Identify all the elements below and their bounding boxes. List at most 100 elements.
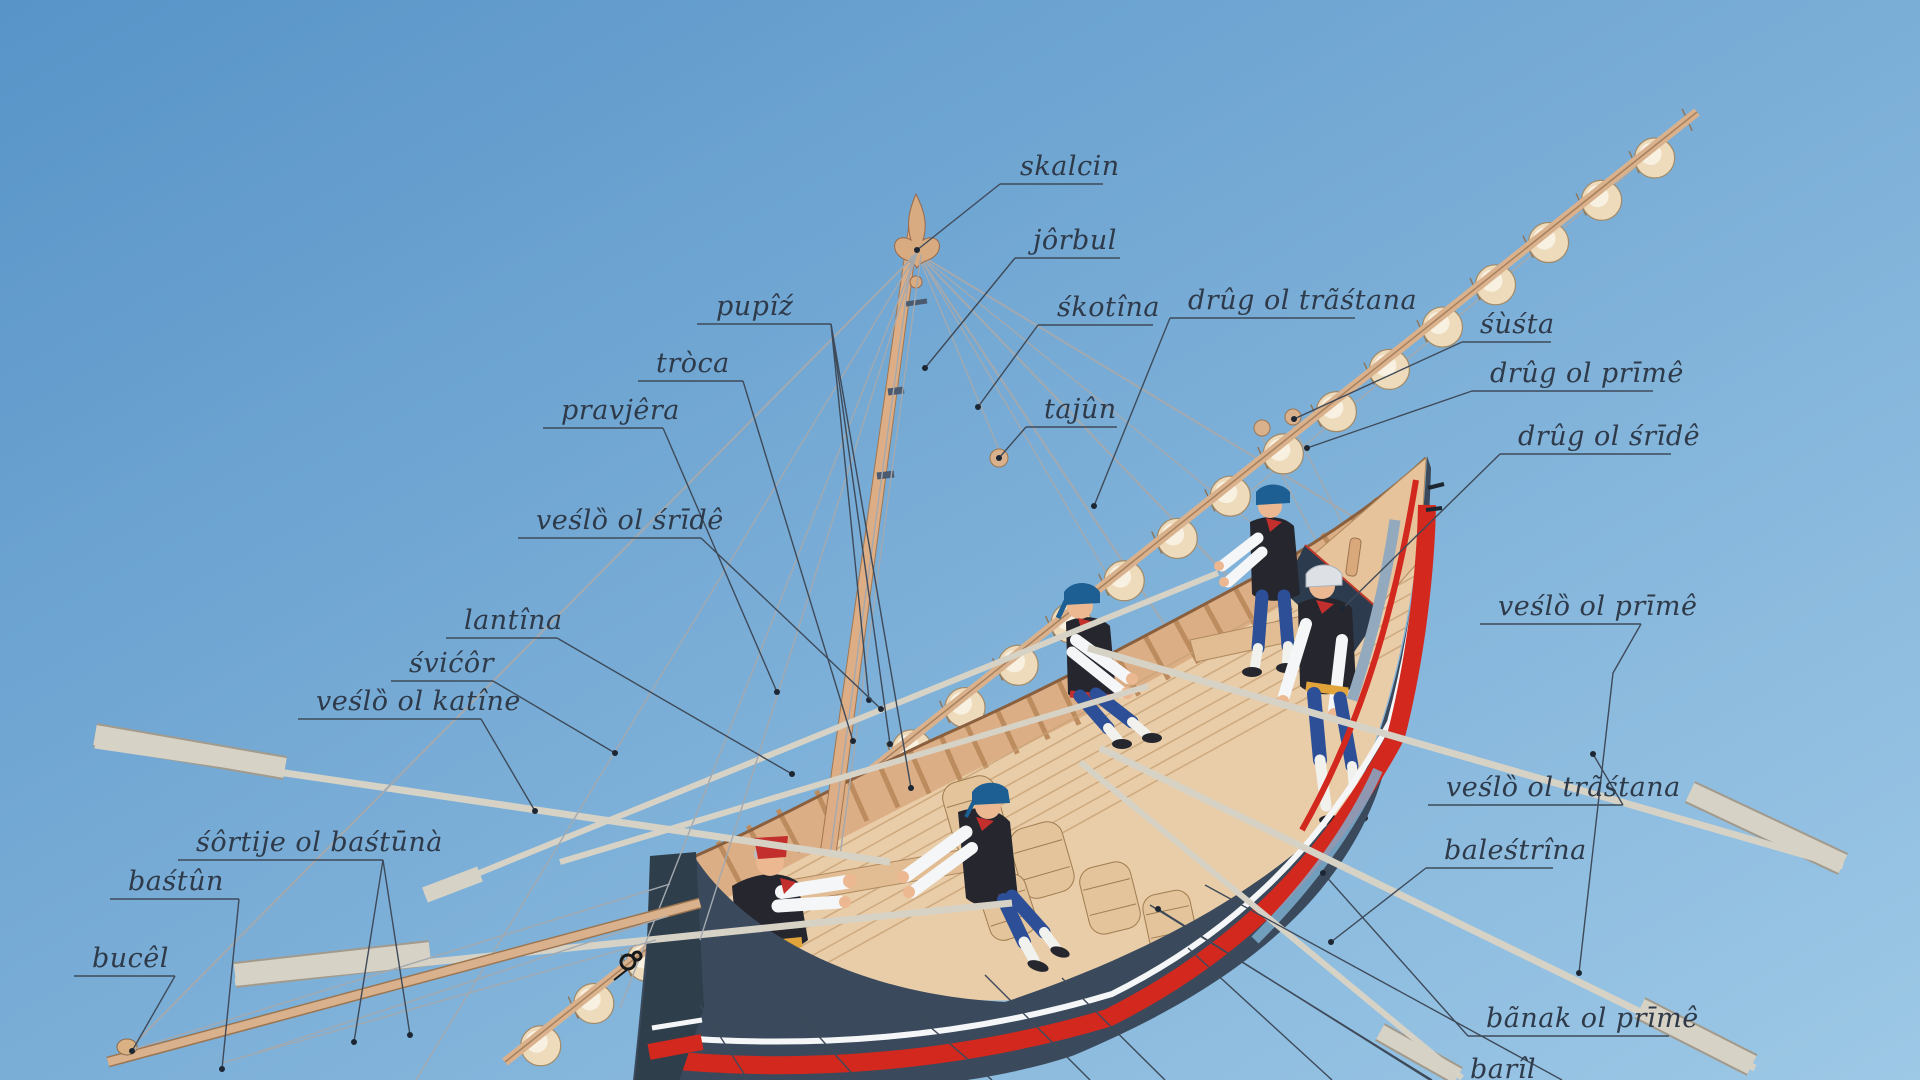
bow-white-wrap (651, 1017, 703, 1031)
stern-red-trim (1299, 479, 1419, 832)
forestay-rope (129, 252, 918, 1049)
mast-band (887, 386, 905, 396)
leader-line (1592, 753, 1624, 806)
label-text-baril: barîl (1470, 1054, 1536, 1080)
leader-line (1306, 390, 1473, 449)
leader-dot (407, 1032, 413, 1038)
leader-line (1330, 867, 1427, 943)
label-text-troca: tròca (656, 348, 730, 379)
leader-dot (1328, 939, 1334, 945)
leader-dot (850, 738, 856, 744)
susta-block-1 (1253, 419, 1271, 437)
part-label-drug-ol-prime: drûg ol prīmê (1304, 358, 1684, 451)
leader-dot (129, 1048, 135, 1054)
part-label-veslo-ol-sride: veślȍ ol śrīdê (518, 505, 884, 712)
leader-line (492, 680, 616, 754)
cutoff-leader-line (1187, 947, 1333, 1080)
part-label-svicor: śvićôr (391, 648, 618, 756)
leader-dot (1155, 906, 1161, 912)
leader-dot (914, 247, 920, 253)
leader-dot (1340, 605, 1346, 611)
leader-dot (351, 1039, 357, 1045)
rope-knot (613, 950, 643, 981)
part-label-drug-ol-sride: drûg ol śrīdê (1340, 421, 1700, 611)
label-text-tajun: tajûn (1044, 394, 1117, 425)
leader-dot (532, 808, 538, 814)
part-label-veslo-ol-prime: veślȍ ol prīmê (1480, 591, 1697, 976)
hull-red-stripe (647, 504, 1436, 1075)
rib (876, 762, 901, 809)
leader-line (131, 975, 176, 1052)
part-label-susta: śùśta (1291, 309, 1554, 422)
part-label-veslo-ol-trastana: veślȍ ol trãśtana (1428, 751, 1681, 806)
hull-far-wall (672, 458, 1426, 912)
bobstay-rope (130, 883, 671, 1051)
leader-dot (219, 1066, 225, 1072)
leader-dot (975, 404, 981, 410)
part-label-troca: tròca (638, 348, 856, 744)
stern-pin (1425, 506, 1443, 512)
oar-sride (423, 570, 1220, 898)
crew-rower-bent (897, 782, 1070, 972)
neckerchief (1266, 518, 1282, 532)
oar-katine (94, 741, 891, 866)
leader-line (1578, 623, 1642, 974)
leader-line (742, 380, 854, 742)
leader-dot (887, 741, 893, 747)
label-text-skalcin: skalcin (1020, 151, 1120, 182)
part-label-bucel: bucêl (74, 943, 176, 1054)
part-label-drug-ol-trastana: drûg ol trãśtana (1091, 285, 1417, 509)
masthead-collar (909, 275, 923, 289)
part-label-veslo-ol-katine: veślȍ ol katîne (298, 686, 538, 814)
oar-trastana (1087, 644, 1844, 870)
leader-line (916, 183, 1001, 251)
masthead-carving-skalcin (894, 192, 940, 270)
deck-plank-line (759, 579, 1426, 1001)
oar-aft (234, 899, 1013, 986)
label-text-veslo-ol-trastana: veślȍ ol trãśtana (1446, 772, 1681, 803)
mast-band (905, 298, 928, 307)
bowsprit-pole (106, 899, 702, 1066)
leader-line (1322, 872, 1469, 1037)
cutoff-leader-line (1061, 977, 1166, 1080)
blue-cap (1256, 484, 1290, 505)
leader-dot (1576, 970, 1582, 976)
label-text-veslo-ol-sride: veślȍ ol śrīdê (536, 505, 724, 536)
oar-lower (1078, 759, 1464, 1080)
leader-line (830, 323, 912, 789)
stern-inner-face (1346, 519, 1401, 702)
cutoff-leader-line (1204, 884, 1563, 1080)
label-text-bucel: bucêl (92, 943, 169, 974)
part-label-balestrina: baleśtrîna (1328, 835, 1586, 945)
cutoff-leader-line (984, 974, 1091, 1080)
part-label-skalcin: skalcin (914, 151, 1120, 253)
label-text-bastun: baśtûn (128, 866, 224, 897)
label-text-veslo-ol-prime: veślȍ ol prīmê (1498, 591, 1697, 622)
part-label-banak-ol-prime: bãnak ol prīmê (1320, 870, 1698, 1037)
leader-dot (1304, 445, 1310, 451)
leader-dot (1320, 870, 1326, 876)
barrel (1009, 821, 1075, 899)
halyard-rope (839, 254, 922, 857)
label-text-pupiz: pupîź (716, 291, 794, 322)
blue-cap (972, 782, 1010, 805)
leader-dot (908, 785, 914, 791)
white-cap (1305, 564, 1343, 588)
part-label-tajun: tajûn (996, 394, 1117, 461)
neckerchief (1316, 600, 1334, 614)
label-text-lantina: lantîna (464, 605, 563, 636)
oar-mid (559, 683, 1149, 865)
part-label-lantina: lantîna (446, 605, 795, 777)
leader-line (480, 718, 536, 812)
leader-dot (774, 689, 780, 695)
cutoff-leader-line (699, 1004, 749, 1080)
label-text-drug-ol-prime: drûg ol prīmê (1490, 358, 1684, 389)
leader-line (382, 859, 411, 1036)
label-text-drug-ol-trastana: drûg ol trãśtana (1188, 285, 1417, 316)
rib (938, 734, 963, 781)
rib (994, 708, 1020, 755)
label-text-veslo-ol-katine: veślȍ ol katîne (316, 686, 521, 717)
leader-line (924, 257, 1016, 369)
bowsprit-shroud (221, 939, 657, 1064)
leader-line (700, 537, 882, 710)
